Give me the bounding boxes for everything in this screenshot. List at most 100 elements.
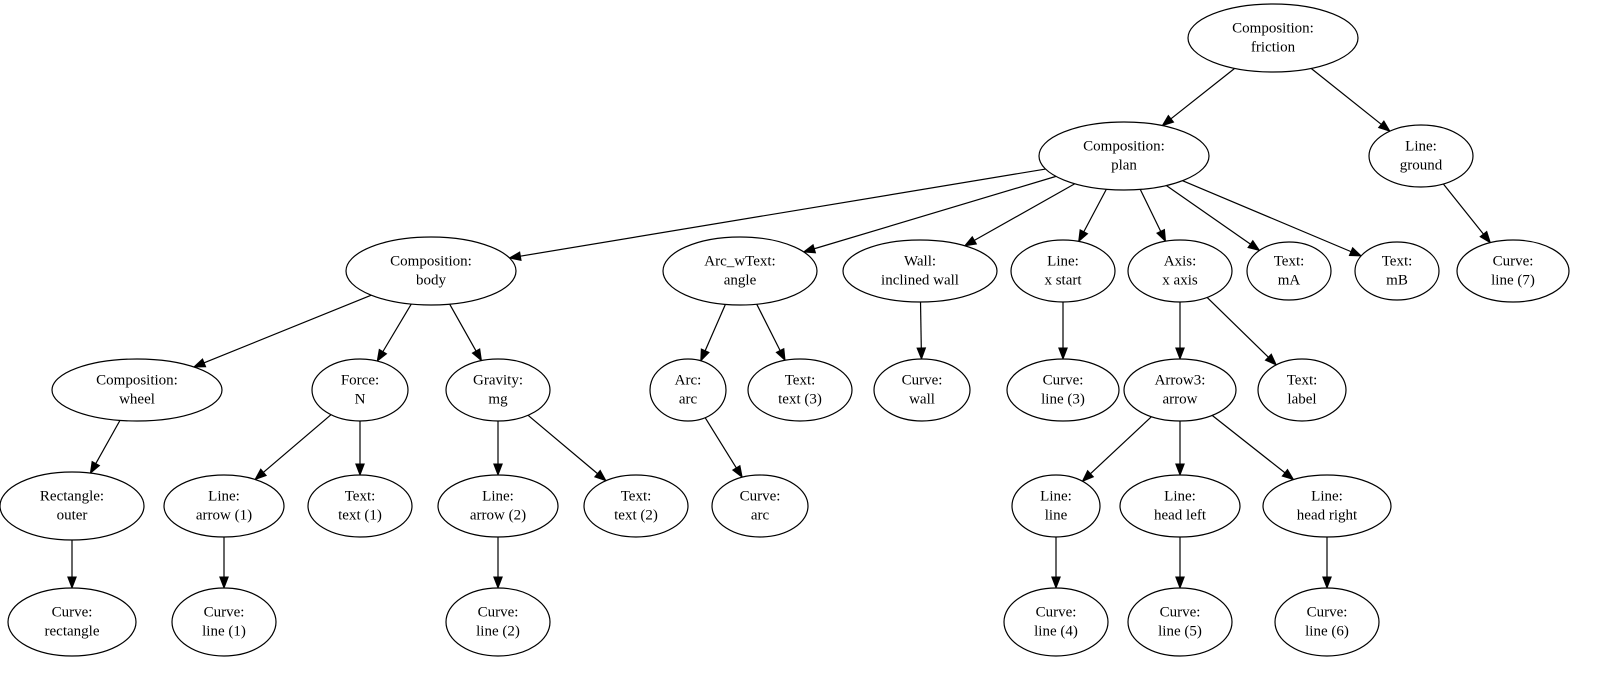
node-friction[interactable]: Composition:friction	[1187, 3, 1359, 73]
arrowhead-arcarc-to-curvearc	[731, 464, 743, 479]
node-arrow1[interactable]: Line:arrow (1)	[163, 474, 285, 538]
node-shape-angle[interactable]	[662, 236, 818, 306]
node-label-type-line4: Curve:	[1036, 604, 1077, 620]
node-label[interactable]: Text:label	[1257, 358, 1347, 422]
node-text3[interactable]: Text:text (3)	[747, 358, 853, 422]
node-text1[interactable]: Text:text (1)	[307, 474, 413, 538]
arrowhead-friction-to-plan	[1161, 114, 1175, 127]
node-shape-text2[interactable]	[583, 474, 689, 538]
node-shape-line6[interactable]	[1274, 587, 1380, 657]
node-text2[interactable]: Text:text (2)	[583, 474, 689, 538]
node-arrow3[interactable]: Arrow3:arrow	[1123, 358, 1237, 422]
node-gravitymg[interactable]: Gravity:mg	[445, 358, 551, 422]
node-shape-line2[interactable]	[445, 587, 551, 657]
node-label-type-arrow2: Line:	[482, 488, 514, 504]
node-shape-curvewall[interactable]	[873, 358, 971, 422]
node-shape-line3[interactable]	[1006, 358, 1120, 422]
arrowhead-body-to-wheel	[192, 358, 207, 368]
node-shape-curvearc[interactable]	[711, 474, 809, 538]
arrowhead-plan-to-mA	[1247, 239, 1261, 252]
node-arcarc[interactable]: Arc:arc	[649, 358, 727, 422]
node-shape-wheel[interactable]	[51, 358, 223, 422]
node-mB[interactable]: Text:mB	[1354, 241, 1440, 301]
node-label-name-arrow2: arrow (2)	[470, 507, 526, 523]
arrowhead-headleft-to-line5	[1175, 576, 1185, 590]
node-xstart[interactable]: Line:x start	[1010, 239, 1116, 303]
node-label-name-arcarc: arc	[679, 391, 698, 407]
node-curvewall[interactable]: Curve:wall	[873, 358, 971, 422]
node-shape-headleft[interactable]	[1119, 474, 1241, 538]
node-shape-plan[interactable]	[1038, 121, 1210, 191]
node-shape-forceN[interactable]	[311, 358, 409, 422]
arrowhead-arrow1-to-line1	[219, 576, 229, 590]
arrowhead-gravitymg-to-arrow2	[493, 463, 503, 477]
node-shape-text3[interactable]	[747, 358, 853, 422]
node-shape-text1[interactable]	[307, 474, 413, 538]
node-shape-lineline[interactable]	[1011, 474, 1101, 538]
node-line4[interactable]: Curve:line (4)	[1003, 587, 1109, 657]
node-label-name-rectcurve: rectangle	[45, 623, 100, 639]
node-body[interactable]: Composition:body	[345, 236, 517, 306]
node-shape-arrow2[interactable]	[437, 474, 559, 538]
node-shape-arcarc[interactable]	[649, 358, 727, 422]
node-shape-inclinedwall[interactable]	[842, 239, 998, 303]
node-forceN[interactable]: Force:N	[311, 358, 409, 422]
node-label-type-angle: Arc_wText:	[704, 253, 775, 269]
node-label-name-line2: line (2)	[476, 623, 520, 639]
node-mA[interactable]: Text:mA	[1246, 241, 1332, 301]
node-shape-line7[interactable]	[1456, 239, 1570, 303]
node-shape-line1[interactable]	[171, 587, 277, 657]
node-label-type-body: Composition:	[390, 253, 472, 269]
node-shape-body[interactable]	[345, 236, 517, 306]
node-shape-line5[interactable]	[1127, 587, 1233, 657]
node-shape-outer[interactable]	[0, 471, 145, 541]
arrowhead-arrow2-to-line2	[493, 576, 503, 590]
node-label-type-mB: Text:	[1382, 253, 1413, 269]
node-shape-gravitymg[interactable]	[445, 358, 551, 422]
node-line3[interactable]: Curve:line (3)	[1006, 358, 1120, 422]
edge-arrow3-to-lineline	[1090, 416, 1152, 475]
node-shape-mA[interactable]	[1246, 241, 1332, 301]
node-headright[interactable]: Line:head right	[1262, 474, 1392, 538]
node-label-name-line5: line (5)	[1158, 623, 1202, 639]
node-label-type-outer: Rectangle:	[40, 488, 104, 504]
node-line1[interactable]: Curve:line (1)	[171, 587, 277, 657]
edge-inclinedwall-to-curvewall	[919, 301, 922, 349]
edge-body-to-gravitymg	[449, 303, 477, 352]
node-outer[interactable]: Rectangle:outer	[0, 471, 145, 541]
node-curvearc[interactable]: Curve:arc	[711, 474, 809, 538]
node-angle[interactable]: Arc_wText:angle	[662, 236, 818, 306]
node-line2[interactable]: Curve:line (2)	[445, 587, 551, 657]
node-shape-arrow1[interactable]	[163, 474, 285, 538]
node-label-name-xaxis: x axis	[1162, 272, 1198, 288]
node-shape-ground[interactable]	[1368, 124, 1474, 188]
arrowhead-plan-to-body	[508, 251, 522, 261]
node-line5[interactable]: Curve:line (5)	[1127, 587, 1233, 657]
node-line7[interactable]: Curve:line (7)	[1456, 239, 1570, 303]
node-label-name-lineline: line	[1045, 507, 1068, 523]
node-shape-xaxis[interactable]	[1127, 239, 1233, 303]
node-label-type-xaxis: Axis:	[1164, 253, 1197, 269]
node-line6[interactable]: Curve:line (6)	[1274, 587, 1380, 657]
node-plan[interactable]: Composition:plan	[1038, 121, 1210, 191]
node-xaxis[interactable]: Axis: x axis	[1127, 239, 1233, 303]
node-shape-line4[interactable]	[1003, 587, 1109, 657]
node-inclinedwall[interactable]: Wall:inclined wall	[842, 239, 998, 303]
node-shape-mB[interactable]	[1354, 241, 1440, 301]
node-headleft[interactable]: Line:head left	[1119, 474, 1241, 538]
node-shape-friction[interactable]	[1187, 3, 1359, 73]
node-shape-label[interactable]	[1257, 358, 1347, 422]
node-label-type-headleft: Line:	[1164, 488, 1196, 504]
node-lineline[interactable]: Line:line	[1011, 474, 1101, 538]
node-shape-rectcurve[interactable]	[7, 587, 137, 657]
node-label-name-text3: text (3)	[778, 391, 822, 407]
node-arrow2[interactable]: Line: arrow (2)	[437, 474, 559, 538]
node-shape-headright[interactable]	[1262, 474, 1392, 538]
node-shape-xstart[interactable]	[1010, 239, 1116, 303]
edge-body-to-forceN	[382, 303, 412, 352]
arrowhead-forceN-to-arrow1	[254, 468, 268, 481]
node-ground[interactable]: Line:ground	[1368, 124, 1474, 188]
node-rectcurve[interactable]: Curve:rectangle	[7, 587, 137, 657]
node-wheel[interactable]: Composition:wheel	[51, 358, 223, 422]
node-shape-arrow3[interactable]	[1123, 358, 1237, 422]
